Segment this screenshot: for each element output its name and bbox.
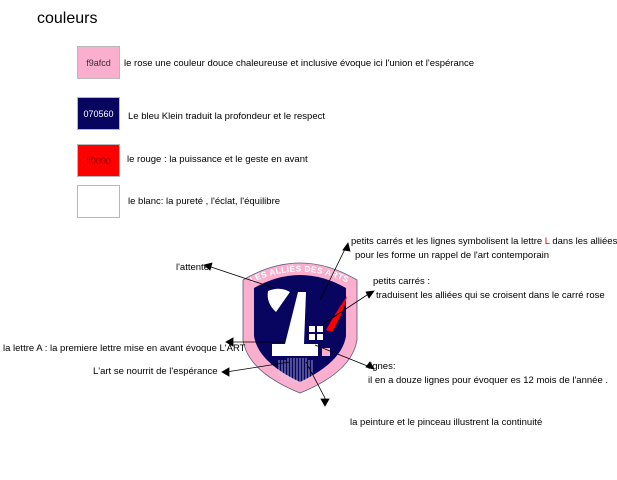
color-description: Le bleu Klein traduit la profondeur et l…: [128, 111, 325, 122]
swatch-blue: 070560: [77, 97, 120, 130]
logo: LES ALLIÉS DES ARTS: [242, 262, 358, 394]
annotation-petits-carres-2: traduisent les alliées qui se croisent d…: [376, 290, 605, 301]
red-brush-stroke: [326, 296, 347, 332]
swatch-code: 070560: [83, 108, 114, 119]
annotation-petits-carres: petits carrés :: [373, 276, 431, 287]
color-description: le blanc: la pureté , l'éclat, l'équilib…: [128, 196, 281, 207]
letter-a-shape: [272, 292, 318, 356]
swatch-pink: f9afcd: [77, 46, 120, 79]
swatch-red: ff0000: [77, 144, 120, 177]
small-squares: [309, 326, 323, 340]
annotation-peinture: la peinture et le pinceau illustrent la …: [350, 417, 543, 428]
page-title: couleurs: [37, 10, 98, 27]
annotation-letter-l: L: [544, 236, 550, 247]
annotation-text: petits carrés et les lignes symbolisent …: [351, 236, 545, 247]
twelve-lines: [278, 358, 313, 383]
annotation-text: dans les alliées: [549, 236, 617, 247]
annotation-arrows: [203, 242, 375, 407]
swatch-white: [77, 185, 120, 218]
annotation-esperance: L'art se nourrit de l'espérance: [93, 366, 218, 377]
annotation-lettre-a: la lettre A : la premiere lettre mise en…: [3, 343, 246, 354]
letter-a-left-stroke: [267, 288, 290, 312]
pink-square: [322, 348, 330, 356]
annotation-petits-carres-lignes-2: pour les forme un rappel de l'art contem…: [355, 250, 550, 261]
swatch-code: ff0000: [86, 155, 111, 166]
annotation-lignes-2: il en a douze lignes pour évoquer es 12 …: [368, 375, 609, 386]
annotation-attente: l'attente: [176, 262, 209, 273]
logo-diagram: LES ALLIÉS DES ARTS: [203, 242, 375, 407]
swatch-code: f9afcd: [86, 57, 111, 68]
annotation-petits-carres-lignes: petits carrés et les lignes symbolisent …: [351, 236, 617, 249]
color-description: le rose une couleur douce chaleureuse et…: [124, 58, 475, 69]
annotation-lignes: lignes:: [368, 361, 396, 372]
color-description: le rouge : la puissance et le geste en a…: [127, 154, 308, 165]
